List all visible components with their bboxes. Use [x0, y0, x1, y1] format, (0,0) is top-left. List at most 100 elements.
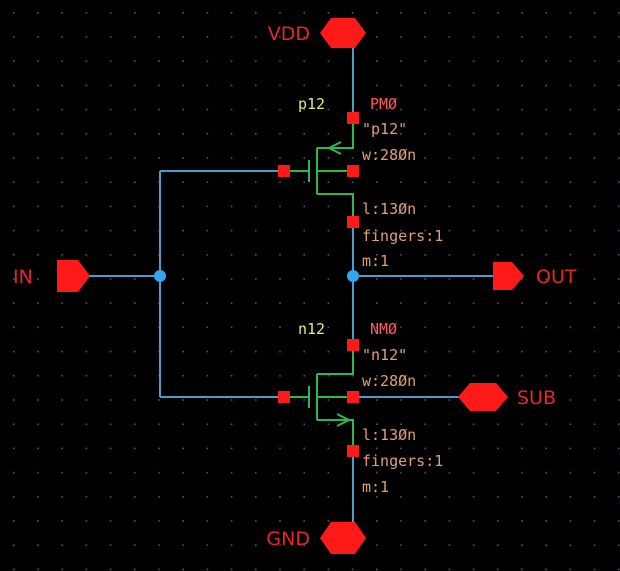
pin-vdd[interactable]: VDD [268, 18, 366, 48]
grid-dot [61, 60, 63, 62]
grid-dot [569, 157, 572, 159]
nmos-gate-terminal[interactable] [278, 391, 290, 403]
grid-dot [230, 447, 233, 450]
pin-sub[interactable]: SUB [458, 383, 556, 411]
grid-dot [545, 133, 547, 135]
grid-dot [279, 205, 281, 208]
grid-dot [424, 447, 426, 450]
grid-dot [61, 36, 63, 38]
grid-dot [85, 447, 88, 450]
grid-dot [85, 36, 88, 38]
pin-gnd[interactable]: GND [266, 522, 366, 554]
grid-dot [618, 568, 620, 571]
grid-dot [497, 84, 499, 87]
grid-dot [472, 181, 475, 183]
grid-dot [182, 133, 184, 135]
grid-dot [424, 568, 426, 571]
grid-dot [206, 278, 209, 280]
sub-pin-shape[interactable] [458, 383, 508, 411]
grid-dot [376, 36, 378, 38]
out-pin-shape[interactable] [493, 262, 524, 290]
grid-dot [182, 447, 184, 450]
grid-dot [593, 568, 596, 571]
grid-dot [134, 254, 136, 256]
nmos-drain-terminal[interactable] [347, 339, 359, 351]
grid-dot [569, 350, 572, 353]
grid-dot [545, 399, 547, 401]
grid-dot [569, 302, 572, 304]
pmos-length: l:13Øn [362, 200, 416, 218]
pmos-source-terminal[interactable] [347, 112, 359, 124]
in-pin-shape[interactable] [57, 260, 90, 292]
grid-dot [206, 133, 209, 135]
grid-dot [472, 84, 475, 87]
grid-dot [327, 229, 330, 232]
grid-dot [618, 229, 620, 232]
grid-dot [255, 568, 257, 571]
grid-dot [85, 254, 88, 256]
grid-dot [279, 278, 281, 280]
pmos-fingers: fingers:1 [362, 227, 443, 245]
grid-dot [37, 133, 39, 135]
nmos-bulk-terminal[interactable] [347, 391, 359, 403]
grid-dot [593, 326, 596, 329]
pmos-transistor[interactable] [285, 118, 354, 222]
grid-dot [255, 520, 257, 522]
pmos-instance-name: PMØ [370, 95, 397, 113]
grid-dot [13, 181, 15, 183]
device-terminals [278, 112, 359, 457]
grid-dot [158, 84, 160, 87]
grid-dot [61, 229, 63, 232]
grid-dot [497, 133, 499, 135]
grid-dot [521, 520, 523, 522]
grid-dot [206, 12, 209, 14]
nmos-source-terminal[interactable] [347, 445, 359, 457]
grid-dot [13, 205, 15, 208]
grid-dot [109, 326, 112, 329]
pmos-bulk-terminal[interactable] [347, 165, 359, 177]
grid-dot [37, 254, 39, 256]
grid-dot [109, 133, 112, 135]
grid-dot [206, 496, 209, 498]
pmos-drain-terminal[interactable] [347, 216, 359, 228]
grid-dot [472, 471, 475, 474]
grid-dot [376, 520, 378, 522]
vdd-pin-shape[interactable] [320, 18, 366, 48]
pin-out[interactable]: OUT [493, 262, 577, 290]
grid-dot [400, 181, 402, 183]
grid-dot [37, 520, 39, 522]
nmos-transistor[interactable] [285, 345, 354, 451]
grid-dot [206, 205, 209, 208]
grid-dot [448, 108, 451, 111]
grid-dot [376, 181, 378, 183]
grid-dot [158, 60, 160, 62]
grid-dot [327, 133, 330, 135]
grid-dot [400, 399, 402, 401]
grid-dot [85, 302, 88, 304]
grid-dot [158, 568, 160, 571]
pin-in[interactable]: IN [13, 260, 90, 292]
grid-dot [376, 229, 378, 232]
grid-dot [206, 108, 209, 111]
grid-dot [424, 399, 426, 401]
grid-dot [472, 205, 475, 208]
pmos-gate-terminal[interactable] [278, 165, 290, 177]
grid-dot [327, 496, 330, 498]
grid-dot [37, 157, 39, 159]
grid-dot [448, 375, 451, 377]
grid-dot [593, 254, 596, 256]
grid-dot [376, 108, 378, 111]
grid-dot [85, 157, 88, 159]
grid-dot [85, 375, 88, 377]
grid-dot [182, 326, 184, 329]
grid-dot [327, 108, 330, 111]
grid-dot [497, 350, 499, 353]
grid-dot [13, 302, 15, 304]
grid-dot [230, 205, 233, 208]
grid-dot [569, 60, 572, 62]
grid-dot [593, 447, 596, 450]
gnd-pin-shape[interactable] [320, 522, 366, 554]
grid-dot [497, 496, 499, 498]
grid-dot [521, 60, 523, 62]
grid-dot [545, 254, 547, 256]
